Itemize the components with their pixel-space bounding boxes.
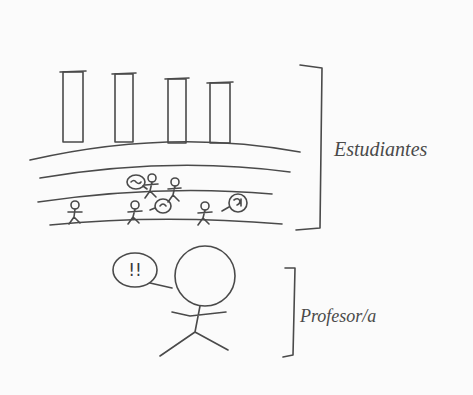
bubble-ellipse [113,253,157,287]
column [210,83,230,143]
student-head [201,202,209,210]
column-capital [112,73,136,74]
student-body [145,182,158,198]
group-label: Estudiantes [334,138,427,161]
speech-bubble [229,194,247,212]
student-body [198,210,212,225]
bubble-scribble [222,199,241,211]
bubble-text: !! [128,260,142,280]
column [115,74,133,142]
student-body [128,209,142,224]
group-bracket [296,65,322,230]
tier-arc [50,219,282,225]
teacher-head [175,246,235,306]
student-head [171,178,179,186]
student-head [71,201,79,209]
tier-arc [30,142,300,160]
speech-bubble: !! [112,252,158,288]
group-bracket [283,268,295,357]
bubble-tail [150,283,172,288]
column-capital [207,82,233,83]
column-capital [60,71,86,72]
student-body [68,209,82,224]
columns [60,71,233,143]
column-capital [165,78,189,79]
tiers [30,142,300,225]
student-bubbles [127,175,247,213]
teacher [150,246,235,356]
column [63,72,83,142]
group-label: Profesor/a [300,306,376,327]
speech-bubble [155,199,171,213]
students [68,174,212,225]
student-head [131,201,139,209]
bubble-scribble [150,204,166,210]
student-head [148,174,156,182]
student-body [168,186,181,202]
bubble-scribble [131,181,147,190]
column [168,79,186,143]
teacher-body [160,306,228,356]
tier-arc [40,165,290,178]
